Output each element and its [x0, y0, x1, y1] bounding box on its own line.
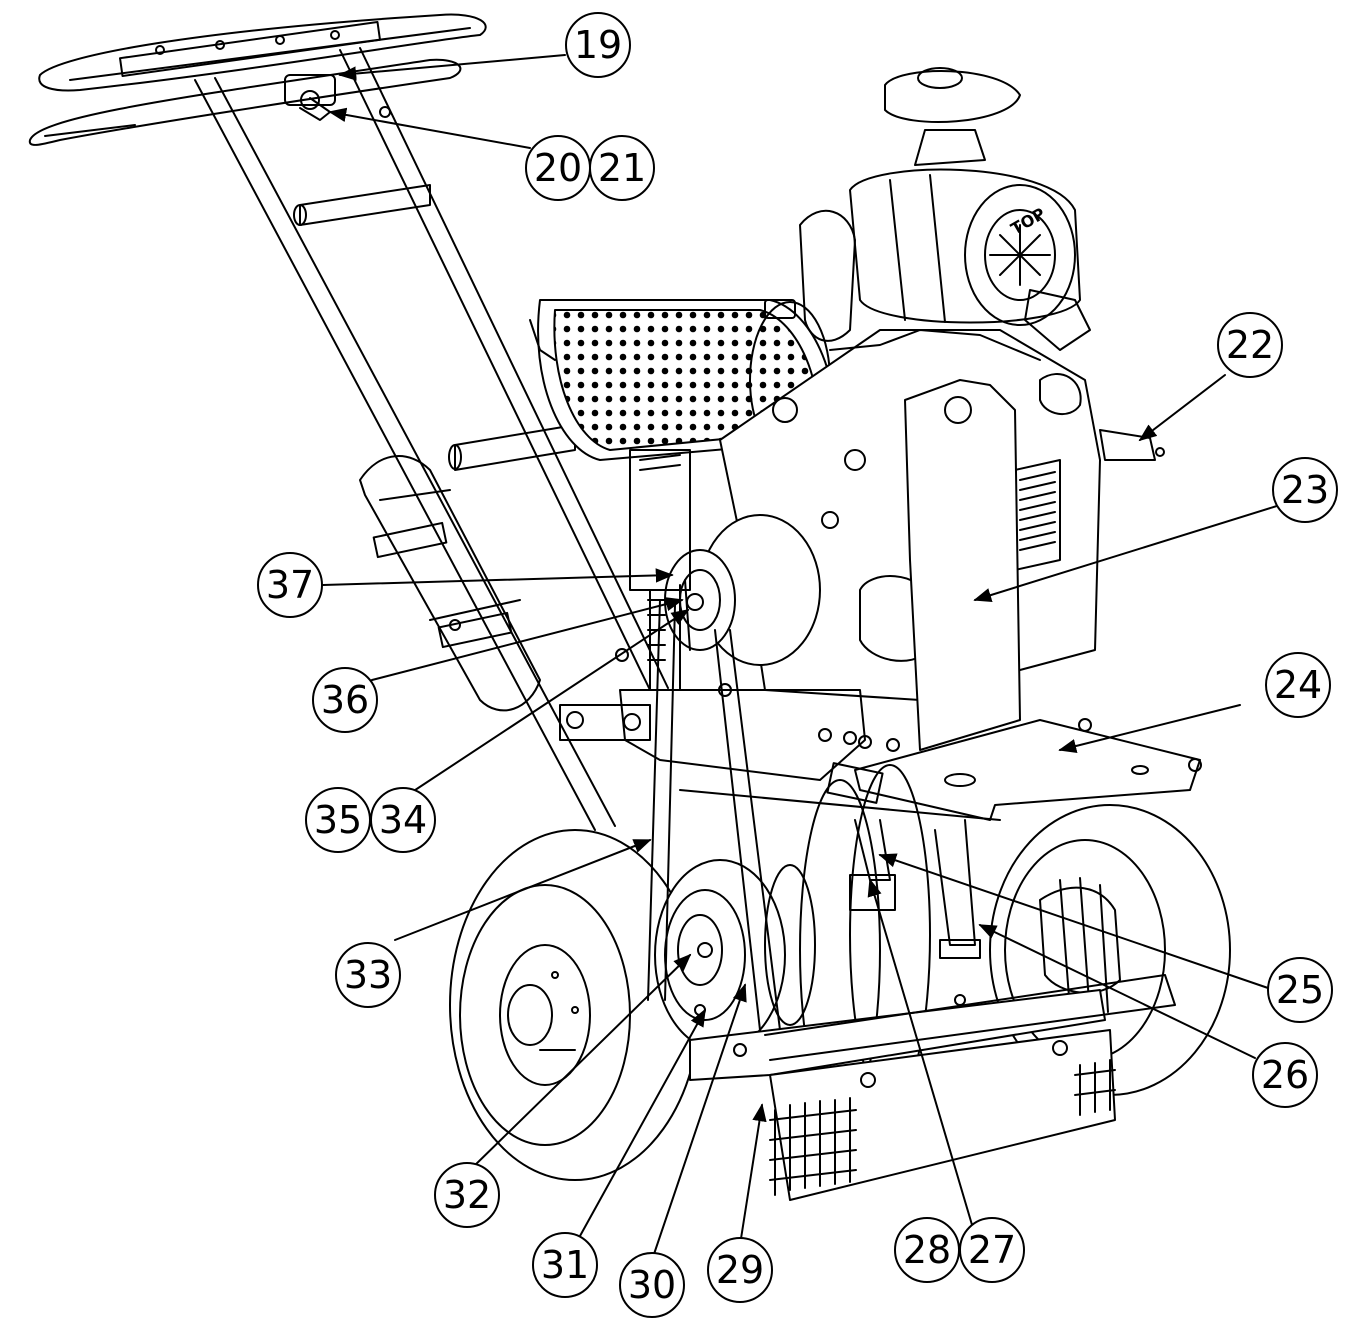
callout-circle [1252, 1042, 1318, 1108]
v-belts [647, 579, 781, 1031]
callout-number: 23 [1281, 468, 1329, 512]
callout-circle [1272, 457, 1338, 523]
callout-22: 22 [1217, 312, 1283, 378]
base-plate [826, 718, 1202, 821]
callout-circle [589, 135, 655, 201]
callout-19: 19 [565, 12, 631, 78]
callout-33: 33 [335, 942, 401, 1008]
callout-34: 34 [370, 787, 436, 853]
callout-number: 22 [1226, 323, 1274, 367]
callout-circle [565, 12, 631, 78]
callout-number: 24 [1274, 663, 1322, 707]
callout-circle [894, 1217, 960, 1283]
callout-number: 20 [534, 146, 582, 190]
callout-circle [707, 1237, 773, 1303]
callout-number: 26 [1261, 1053, 1309, 1097]
callout-number: 27 [968, 1228, 1016, 1272]
callout-24: 24 [1265, 652, 1331, 718]
callout-circle [619, 1252, 685, 1318]
callout-number: 35 [314, 798, 362, 842]
callout-circle [312, 667, 378, 733]
callout-30: 30 [619, 1252, 685, 1318]
callout-circle [1267, 957, 1333, 1023]
support-leg [849, 819, 981, 959]
callout-31: 31 [532, 1232, 598, 1298]
callout-group: 19 20 21 22 23 24 25 26 27 28 29 30 31 32 33 34 35 36 37 [257, 12, 1338, 1318]
debris-chains [769, 1059, 1116, 1196]
callout-circle [1217, 312, 1283, 378]
leader-lines [322, 54, 1281, 1261]
callout-number: 29 [716, 1248, 764, 1292]
callout-32: 32 [434, 1162, 500, 1228]
callout-circle [335, 942, 401, 1008]
callout-number: 36 [321, 678, 369, 722]
callout-number: 19 [574, 23, 622, 67]
callout-circle [532, 1232, 598, 1298]
callout-circle [1265, 652, 1331, 718]
callout-number: 37 [266, 563, 314, 607]
handlebar [28, 13, 487, 146]
callout-number: 34 [379, 798, 427, 842]
callout-number: 28 [903, 1228, 951, 1272]
callout-21: 21 [589, 135, 655, 201]
front-bumper [689, 974, 1176, 1201]
callout-27: 27 [959, 1217, 1025, 1283]
tank-cylinder [359, 455, 541, 712]
callout-circle [257, 552, 323, 618]
callout-26: 26 [1252, 1042, 1318, 1108]
callout-28: 28 [894, 1217, 960, 1283]
upper-pulley [615, 449, 821, 691]
callout-number: 31 [541, 1243, 589, 1287]
callout-36: 36 [312, 667, 378, 733]
callout-37: 37 [257, 552, 323, 618]
callout-20: 20 [525, 135, 591, 201]
handle-frame [194, 47, 669, 831]
callout-25: 25 [1267, 957, 1333, 1023]
left-wheel [449, 829, 701, 1181]
callout-number: 25 [1276, 968, 1324, 1012]
callout-number: 30 [628, 1263, 676, 1307]
callout-number: 33 [344, 953, 392, 997]
engine-mount-plate [904, 379, 1021, 751]
air-cleaner [799, 67, 1091, 351]
callout-number: 32 [443, 1173, 491, 1217]
callout-circle [305, 787, 371, 853]
callout-29: 29 [707, 1237, 773, 1303]
throttle-switch [284, 74, 391, 121]
callout-number: 21 [598, 146, 646, 190]
callout-23: 23 [1272, 457, 1338, 523]
bottom-pulley [654, 859, 816, 1051]
callout-circle [434, 1162, 500, 1228]
main-frame [559, 683, 900, 781]
callout-35: 35 [305, 787, 371, 853]
